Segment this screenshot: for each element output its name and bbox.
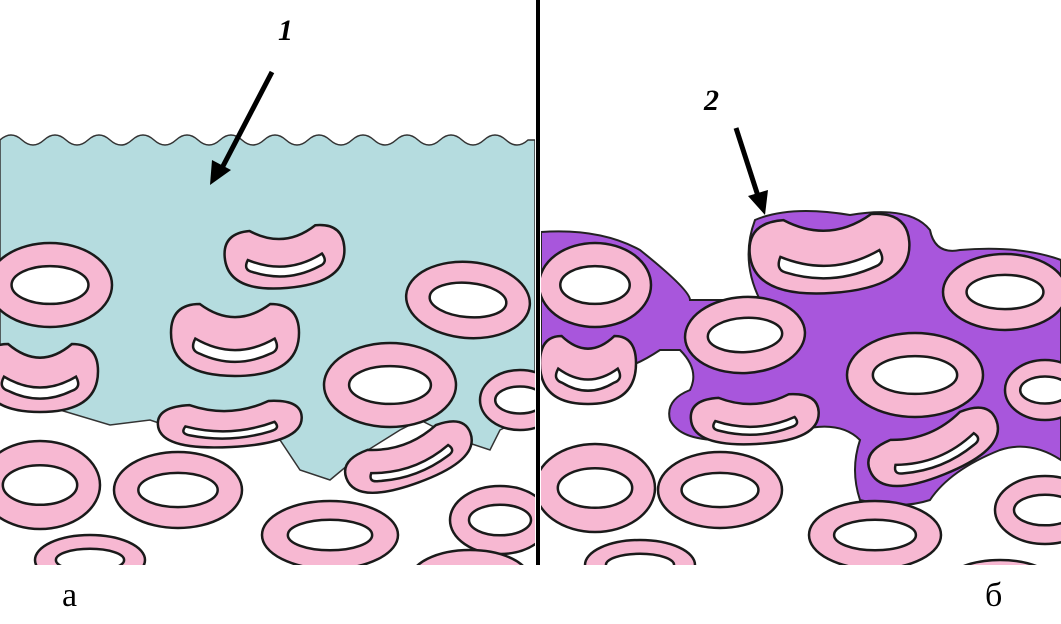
panel-a (0, 135, 560, 565)
arrow-2 (736, 128, 768, 215)
particle (535, 444, 655, 532)
particle (585, 540, 695, 565)
panel-b (535, 211, 1061, 565)
caption-a: а (62, 579, 77, 613)
diagram-figure: 1 2 (0, 0, 1061, 565)
particle (262, 501, 398, 565)
particle (658, 452, 782, 528)
particle (940, 560, 1060, 565)
particle (450, 486, 550, 554)
particle (539, 243, 651, 327)
particle (847, 333, 983, 417)
particle (114, 452, 242, 528)
particle (943, 254, 1061, 330)
particle (35, 535, 145, 565)
particle (809, 501, 941, 565)
caption-b: б (985, 579, 1002, 613)
label-1: 1 (278, 14, 293, 47)
particle (0, 243, 112, 327)
particle (324, 343, 456, 427)
particle (995, 476, 1061, 544)
particle (0, 441, 100, 529)
label-2: 2 (703, 84, 719, 117)
